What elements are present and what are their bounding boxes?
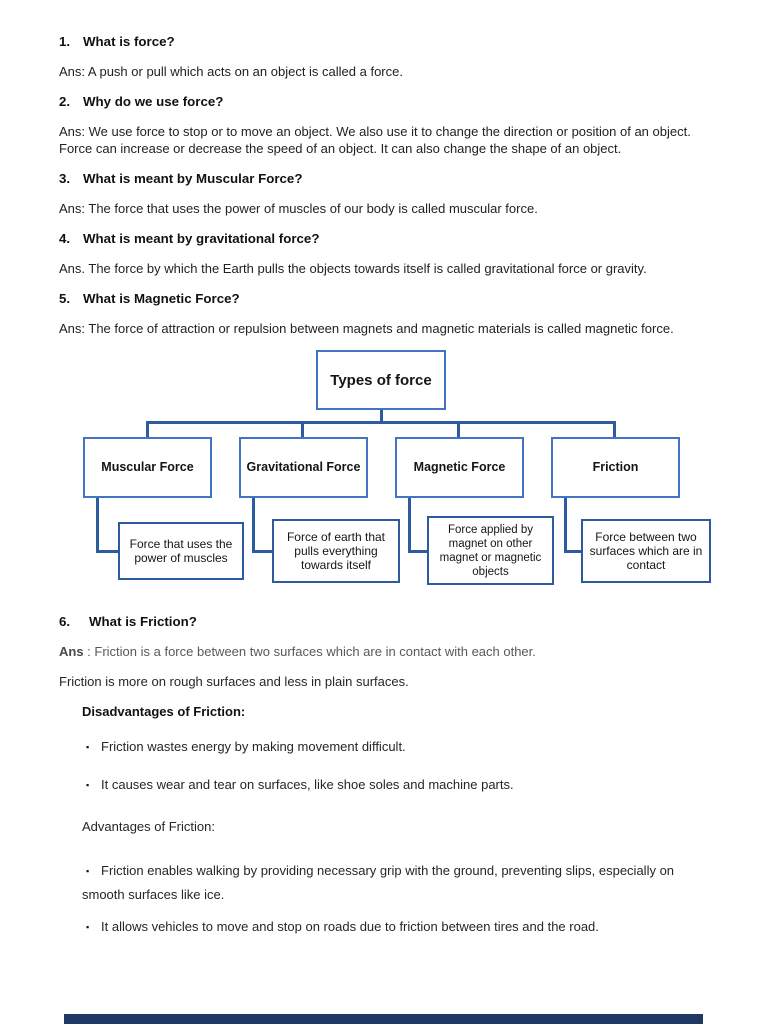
connector-stub-magnetic <box>457 421 460 437</box>
advantages-heading: Advantages of Friction: <box>82 819 215 834</box>
diagram-box-gravitational-force: Gravitational Force <box>239 437 368 498</box>
ans-text: : Friction is a force between two surfac… <box>83 644 536 659</box>
elbow-muscular-h <box>96 550 118 553</box>
question-5: 5. What is Magnetic Force? <box>59 290 710 307</box>
question-number: 4. <box>59 231 71 246</box>
connector-stub-muscular <box>146 421 149 437</box>
question-number: 2. <box>59 94 71 109</box>
question-text: What is meant by gravitational force? <box>83 231 320 246</box>
question-number: 1. <box>59 34 71 49</box>
disadvantage-item-1: ▪ Friction wastes energy by making moveme… <box>59 738 710 756</box>
elbow-friction-v <box>564 498 567 553</box>
bullet-icon: ▪ <box>86 780 90 790</box>
connector-stub-friction <box>613 421 616 437</box>
answer-5: Ans: The force of attraction or repulsio… <box>59 321 674 336</box>
question-text: What is Friction? <box>89 614 197 629</box>
bullet-icon: ▪ <box>86 922 90 932</box>
question-number: 3. <box>59 171 71 186</box>
bullet-text: It allows vehicles to move and stop on r… <box>101 919 599 934</box>
answer-1: Ans: A push or pull which acts on an obj… <box>59 64 403 79</box>
diagram-root-box: Types of force <box>316 350 446 410</box>
disadvantage-item-2: ▪ It causes wear and tear on surfaces, li… <box>59 776 710 794</box>
elbow-friction-h <box>564 550 581 553</box>
question-number: 6. <box>59 614 71 629</box>
question-text: What is meant by Muscular Force? <box>83 171 303 186</box>
diagram-box-friction: Friction <box>551 437 680 498</box>
question-6: 6. What is Friction? <box>59 613 710 630</box>
elbow-muscular-v <box>96 498 99 553</box>
advantage-item-2: ▪ It allows vehicles to move and stop on … <box>59 918 710 936</box>
advantage-item-1: ▪Friction enables walking by providing n… <box>59 859 710 906</box>
disadvantages-heading: Disadvantages of Friction: <box>82 704 246 719</box>
bullet-text: Friction enables walking by providing ne… <box>82 863 675 902</box>
diagram-desc-magnetic: Force applied by magnet on other magnet … <box>427 516 554 585</box>
connector-stub-gravitational <box>301 421 304 437</box>
question-3: 3. What is meant by Muscular Force? <box>59 170 710 187</box>
question-number: 5. <box>59 291 71 306</box>
ans-label: Ans <box>59 644 84 659</box>
answer-2: Ans: We use force to stop or to move an … <box>59 124 691 156</box>
connector-rail <box>146 421 616 424</box>
answer-4: Ans. The force by which the Earth pulls … <box>59 261 647 276</box>
diagram-box-magnetic-force: Magnetic Force <box>395 437 524 498</box>
question-text: Why do we use force? <box>83 94 224 109</box>
friction-note: Friction is more on rough surfaces and l… <box>59 674 409 689</box>
diagram-box-muscular-force: Muscular Force <box>83 437 212 498</box>
diagram-desc-gravitational: Force of earth that pulls everything tow… <box>272 519 400 583</box>
answer-3: Ans: The force that uses the power of mu… <box>59 201 538 216</box>
question-text: What is Magnetic Force? <box>83 291 240 306</box>
diagram-desc-friction: Force between two surfaces which are in … <box>581 519 711 583</box>
question-1: 1. What is force? <box>59 33 710 50</box>
diagram-desc-muscular: Force that uses the power of muscles <box>118 522 244 580</box>
elbow-magnetic-v <box>408 498 411 553</box>
types-of-force-diagram: Types of force Muscular Force Gravitatio… <box>0 350 768 585</box>
next-page-top-bar <box>64 1014 703 1024</box>
elbow-gravitational-h <box>252 550 272 553</box>
bullet-text: Friction wastes energy by making movemen… <box>101 739 406 754</box>
bullet-icon: ▪ <box>86 742 90 752</box>
bullet-icon: ▪ <box>86 866 90 876</box>
question-text: What is force? <box>83 34 175 49</box>
connector-root-stub <box>380 410 383 421</box>
elbow-magnetic-h <box>408 550 427 553</box>
question-2: 2. Why do we use force? <box>59 93 710 110</box>
question-4: 4. What is meant by gravitational force? <box>59 230 710 247</box>
bullet-text: It causes wear and tear on surfaces, lik… <box>101 777 514 792</box>
elbow-gravitational-v <box>252 498 255 553</box>
answer-6: Ans : Friction is a force between two su… <box>59 643 710 660</box>
